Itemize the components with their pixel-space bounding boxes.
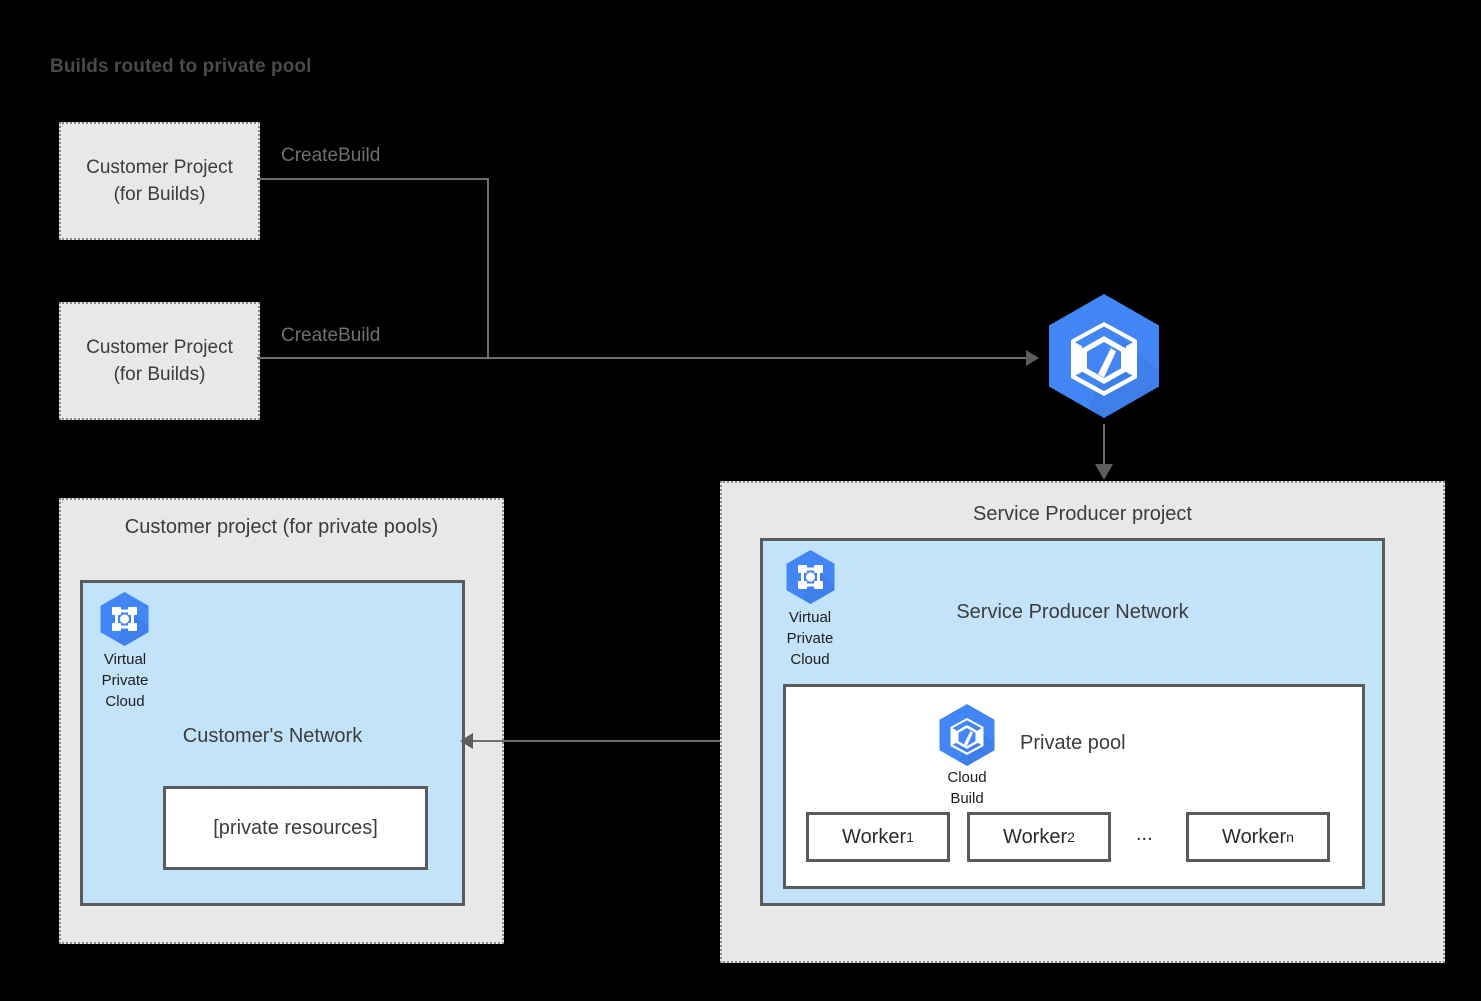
cloud-build-caption-line1: Cloud (947, 769, 987, 786)
customer-project-2-label: Customer Project (for Builds) (86, 334, 233, 388)
connector-1-horizontal (257, 178, 489, 180)
worker-ellipsis: ... (1136, 823, 1153, 845)
connector-2-horizontal (257, 357, 1029, 359)
cloud-build-caption-line2: Build (950, 790, 984, 807)
customers-network-title: Customer's Network (182, 725, 363, 747)
customer-project-2-line1: Customer Project (86, 337, 233, 358)
private-resources-label: [private resources] (213, 816, 378, 839)
worker-n-label: Worker (1222, 825, 1287, 848)
cloud-build-service-icon-wrap[interactable] (1042, 292, 1166, 420)
customer-project-1-line2: (for Builds) (113, 184, 206, 205)
worker-2-index: 2 (1067, 829, 1075, 845)
vpc-caption-right-line3: Cloud (790, 651, 830, 668)
worker-1-label: Worker (842, 825, 907, 848)
vpc-caption-left-line3: Cloud (105, 693, 145, 710)
private-resources-box[interactable]: [private resources] (163, 786, 428, 870)
createbuild-label-1: CreateBuild (281, 145, 381, 166)
worker-1-index: 1 (906, 829, 914, 845)
vpc-caption-right-line1: Virtual (788, 609, 832, 626)
vpc-caption-left: Virtual Private Cloud (83, 649, 167, 712)
service-producer-network-title: Service Producer Network (956, 601, 1189, 623)
customer-project-2-line2: (for Builds) (113, 364, 206, 385)
service-producer-panel-title: Service Producer project (973, 503, 1192, 525)
connector-arrowhead-to-cloudbuild (1026, 350, 1039, 366)
cloud-build-pool-caption: Cloud Build (927, 767, 1007, 809)
service-producer-network-box: Virtual Private Cloud Service Producer N… (760, 538, 1385, 906)
vpc-icon-wrap-right (783, 549, 838, 605)
cloud-build-pool-icon-wrap (936, 703, 998, 767)
customer-project-1-label: Customer Project (for Builds) (86, 154, 233, 208)
worker-n-index: n (1286, 829, 1294, 845)
diagram-title: Builds routed to private pool (50, 56, 312, 77)
virtual-private-cloud-icon (786, 550, 835, 604)
customers-network-box: Virtual Private Cloud Customer's Network… (80, 580, 465, 906)
connector-1-vertical (487, 178, 489, 358)
private-pool-title: Private pool (1020, 732, 1126, 754)
network-peering-line (470, 740, 760, 742)
createbuild-label-2: CreateBuild (281, 325, 381, 346)
customer-private-pools-panel-title: Customer project (for private pools) (124, 516, 439, 538)
vpc-caption-left-line1: Virtual (103, 651, 147, 668)
connector-arrowhead-to-producer (1095, 464, 1113, 480)
customer-project-builds-1[interactable]: Customer Project (for Builds) (59, 122, 260, 240)
vpc-icon-wrap-left (97, 591, 152, 647)
cloud-build-icon (1049, 294, 1159, 418)
customer-project-1-line1: Customer Project (86, 157, 233, 178)
network-peering-arrow-left (460, 733, 473, 749)
cloud-build-icon (939, 704, 995, 766)
vpc-caption-right-line2: Private (786, 630, 834, 647)
virtual-private-cloud-icon (100, 592, 149, 646)
customer-project-builds-2[interactable]: Customer Project (for Builds) (59, 302, 260, 420)
worker-2-label: Worker (1003, 825, 1068, 848)
vpc-caption-right: Virtual Private Cloud (768, 607, 852, 670)
customer-private-pools-panel: Customer project (for private pools) (59, 498, 504, 944)
connector-cloudbuild-to-producer (1103, 424, 1105, 466)
service-producer-panel: Service Producer project (720, 481, 1445, 963)
vpc-caption-left-line2: Private (101, 672, 149, 689)
